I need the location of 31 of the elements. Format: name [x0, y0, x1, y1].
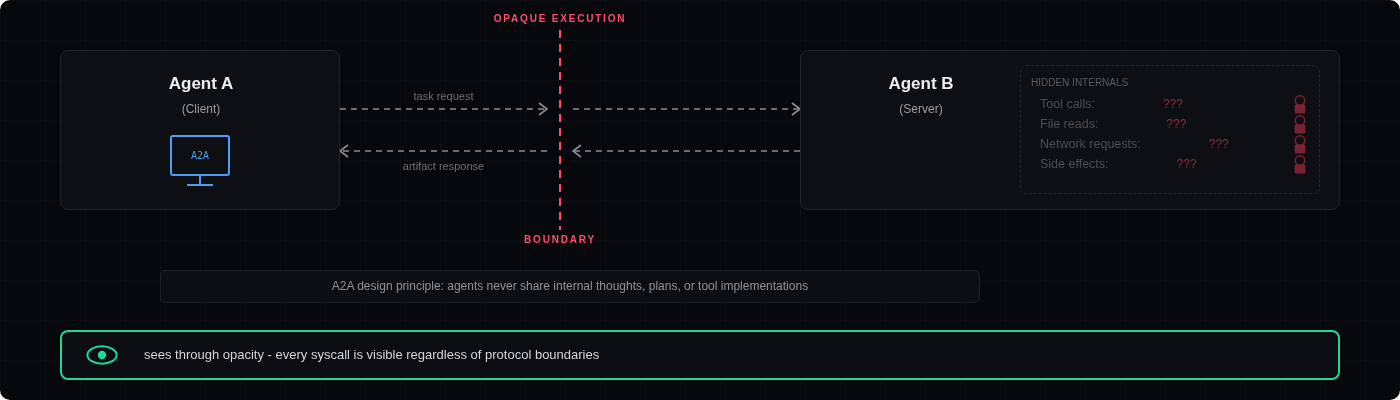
- unknown-value: ???: [1166, 116, 1187, 132]
- dashed-arrow: [339, 144, 548, 158]
- internal-label: Tool calls:: [1040, 96, 1095, 112]
- monitor-screen: [170, 135, 230, 176]
- agent-role: (Client): [181, 102, 221, 116]
- banner-text: sees through opacity - every syscall is visible regardless of protocol boundaries: [144, 347, 600, 363]
- dashed-arrow: [572, 102, 801, 116]
- info-banner: [60, 330, 1340, 380]
- agent-role: (Server): [899, 102, 943, 116]
- protocol-label: A2A: [190, 149, 210, 162]
- dashed-arrow: [339, 102, 548, 116]
- internal-label: Network requests:: [1040, 136, 1141, 152]
- edge-label: artifact response: [402, 159, 485, 173]
- dashed-arrow: [572, 144, 801, 158]
- unknown-value: ???: [1176, 156, 1197, 172]
- agent-card: [800, 50, 1340, 210]
- boundary-label: BOUNDARY: [524, 234, 596, 246]
- boundary-label: OPAQUE EXECUTION: [493, 13, 627, 25]
- unknown-value: ???: [1162, 96, 1183, 112]
- boundary-line: [559, 30, 561, 230]
- internal-label: Side effects:: [1040, 156, 1109, 172]
- internal-label: File reads:: [1040, 116, 1099, 132]
- edge-label: task request: [413, 89, 474, 103]
- note-panel: [160, 270, 980, 303]
- unknown-value: ???: [1208, 136, 1229, 152]
- hidden-internals-panel: [1020, 65, 1320, 194]
- agent-card: [60, 50, 340, 210]
- section-heading: HIDDEN INTERNALS: [1031, 77, 1129, 89]
- agent-title: Agent B: [888, 74, 954, 94]
- note-text: A2A design principle: agents never share internal thoughts, plans, or tool implementations: [331, 279, 809, 294]
- agent-title: Agent A: [168, 74, 234, 94]
